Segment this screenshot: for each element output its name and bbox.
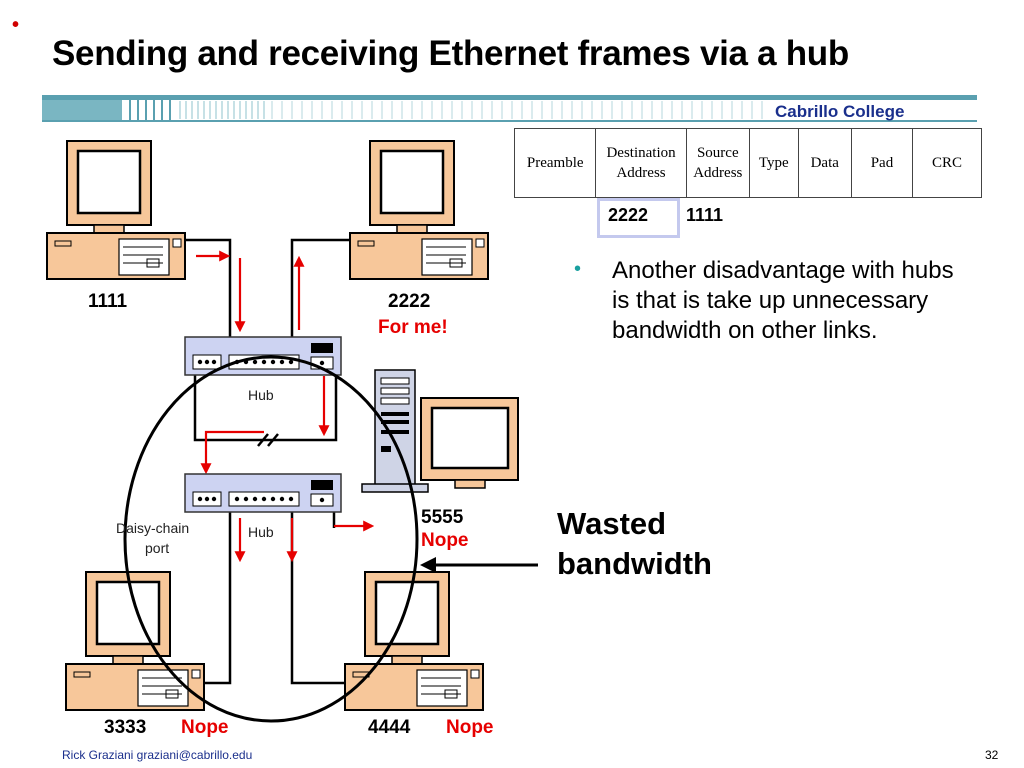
- field-crc: CRC: [911, 128, 983, 198]
- status-label-5555: Nope: [421, 530, 469, 551]
- bullet-dot: •: [574, 258, 582, 280]
- college-logo-text: Cabrillo College: [775, 102, 905, 121]
- cables: [185, 238, 350, 685]
- address-label-1111: 1111: [88, 291, 128, 312]
- title-bullet: •: [12, 14, 20, 36]
- field-destination-address: Destination Address: [595, 128, 687, 198]
- field-pad: Pad: [850, 128, 913, 198]
- page-number: 32: [985, 748, 999, 762]
- daisy-chain-label-line1: Daisy-chain: [116, 520, 190, 536]
- hub-bottom: [184, 473, 342, 513]
- source-value: 1111: [686, 205, 724, 225]
- slide-title: Sending and receiving Ethernet frames vi…: [52, 34, 849, 73]
- computer-2222: [348, 139, 490, 281]
- field-source-address: Source Address: [685, 128, 750, 198]
- computer-4444: [343, 570, 485, 712]
- ethernet-frame-table: Preamble Destination Address Source Addr…: [513, 128, 983, 198]
- field-preamble: Preamble: [513, 128, 597, 198]
- hub-bottom-label: Hub: [248, 524, 274, 540]
- destination-highlight-box: [597, 198, 680, 238]
- bullet-text: Another disadvantage with hubs is that i…: [612, 257, 954, 344]
- daisy-chain-label-line2: port: [145, 540, 170, 556]
- wasted-bandwidth-callout: Wasted bandwidth: [557, 504, 712, 584]
- address-label-4444: 4444: [368, 717, 411, 738]
- destination-value: 2222: [608, 205, 649, 225]
- status-label-2222: For me!: [378, 317, 448, 338]
- callout-line1: Wasted: [557, 506, 667, 541]
- callout-arrow-head: [420, 557, 436, 573]
- field-destination-line2: Address: [616, 165, 666, 181]
- address-label-5555: 5555: [421, 507, 464, 528]
- address-label-3333: 3333: [104, 717, 147, 738]
- computer-1111: [45, 139, 187, 281]
- link-break-mark: [257, 433, 279, 447]
- computer-5555: [361, 369, 519, 493]
- title-bar-decoration: [42, 95, 977, 122]
- status-label-3333: Nope: [181, 717, 229, 738]
- field-data: Data: [797, 128, 852, 198]
- hub-top-label: Hub: [248, 387, 274, 403]
- computer-3333: [64, 570, 206, 712]
- field-source-line2: Address: [693, 165, 743, 181]
- address-label-2222: 2222: [388, 291, 431, 312]
- frame-fields-row: Preamble Destination Address Source Addr…: [513, 128, 983, 198]
- field-destination-line1: Destination: [606, 144, 676, 161]
- callout-line2: bandwidth: [557, 546, 712, 581]
- footer-author: Rick Graziani graziani@cabrillo.edu: [62, 748, 253, 762]
- wasted-bandwidth-ellipse: [123, 355, 419, 723]
- field-type: Type: [748, 128, 799, 198]
- field-source-line1: Source: [696, 144, 739, 161]
- status-label-4444: Nope: [446, 717, 494, 738]
- frame-flow-arrows: [196, 250, 375, 563]
